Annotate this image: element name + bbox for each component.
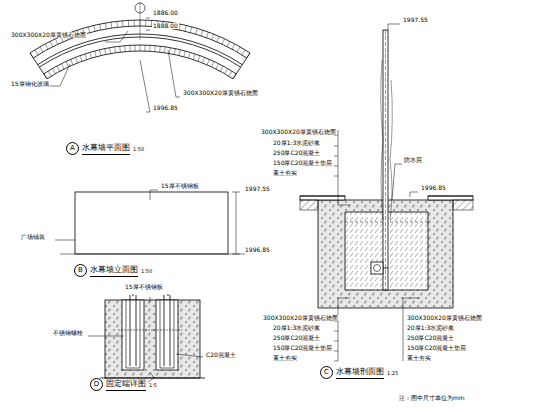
view-name: 水幕墙剖面图: [336, 366, 384, 379]
view-scale: 1:25: [387, 370, 398, 376]
annotation: 150厚C20混凝土垫层: [406, 345, 467, 351]
annotation: 15厚不锈钢板: [160, 183, 200, 189]
view-scale: 1:50: [141, 268, 152, 274]
view-name: 水幕墙立面图: [90, 264, 138, 277]
view-scale: 1:5: [149, 382, 157, 388]
view-name: 水幕墙平面图: [82, 142, 130, 155]
view-name: 固定端详图: [106, 378, 146, 391]
annotation: 300X300X20厚黄锈石烧面: [10, 32, 87, 38]
annotation: 1996.85: [420, 185, 447, 191]
detail-view: [88, 294, 205, 382]
annotation: 1996.85: [152, 105, 179, 111]
view-letter: C: [320, 366, 333, 379]
annotation: 1997.55: [402, 17, 429, 23]
annotation: 素土夯实: [406, 355, 432, 361]
view-letter: A: [66, 142, 79, 155]
annotation: 300X300X20厚黄锈石烧面: [262, 315, 339, 321]
view-title: B水幕墙立面图1:50: [74, 264, 152, 277]
annotation: 15厚钢化玻璃: [10, 81, 50, 87]
annotation: 300X300X20厚黄锈石烧面: [260, 129, 337, 135]
annotation: 1886.00: [152, 10, 179, 16]
annotation: 300X300X20厚黄锈石烧面: [182, 90, 259, 96]
view-scale: 1:50: [133, 146, 144, 152]
annotation: 防水层: [403, 157, 423, 163]
elevation-view: [55, 190, 245, 254]
annotation: 广场铺装: [20, 234, 46, 240]
view-letter: B: [74, 264, 87, 277]
annotation: 1996.85: [244, 247, 271, 253]
annotation: 20厚1:3水泥砂浆: [272, 140, 321, 146]
view-letter: D: [90, 378, 103, 391]
annotation: 1997.55: [244, 186, 271, 192]
annotation: 不锈钢螺栓: [52, 330, 84, 336]
annotation: 250厚C20混凝土: [406, 335, 455, 341]
annotation: 1888.00: [152, 23, 179, 29]
annotation: 150厚C20混凝土垫层: [272, 160, 333, 166]
annotation: 20厚1:3水泥砂浆: [272, 325, 321, 331]
view-title: D固定端详图1:5: [90, 378, 157, 391]
annotation: 素土夯实: [272, 355, 298, 361]
annotation: 300X300X20厚黄锈石烧面: [406, 315, 483, 321]
annotation: 20厚1:3水泥砂浆: [406, 325, 455, 331]
section-view: [300, 24, 473, 361]
annotation: 250厚C20混凝土: [272, 335, 321, 341]
annotation: 素土夯实: [272, 170, 298, 176]
annotation: 注：图中尺寸单位为mm: [398, 395, 466, 401]
annotation: 15厚不锈钢板: [124, 284, 164, 290]
annotation: C20混凝土: [205, 352, 237, 358]
view-title: A水幕墙平面图1:50: [66, 142, 144, 155]
annotation: 250厚C20混凝土: [272, 150, 321, 156]
view-title: C水幕墙剖面图1:25: [320, 366, 398, 379]
annotation: 150厚C20混凝土垫层: [272, 345, 333, 351]
